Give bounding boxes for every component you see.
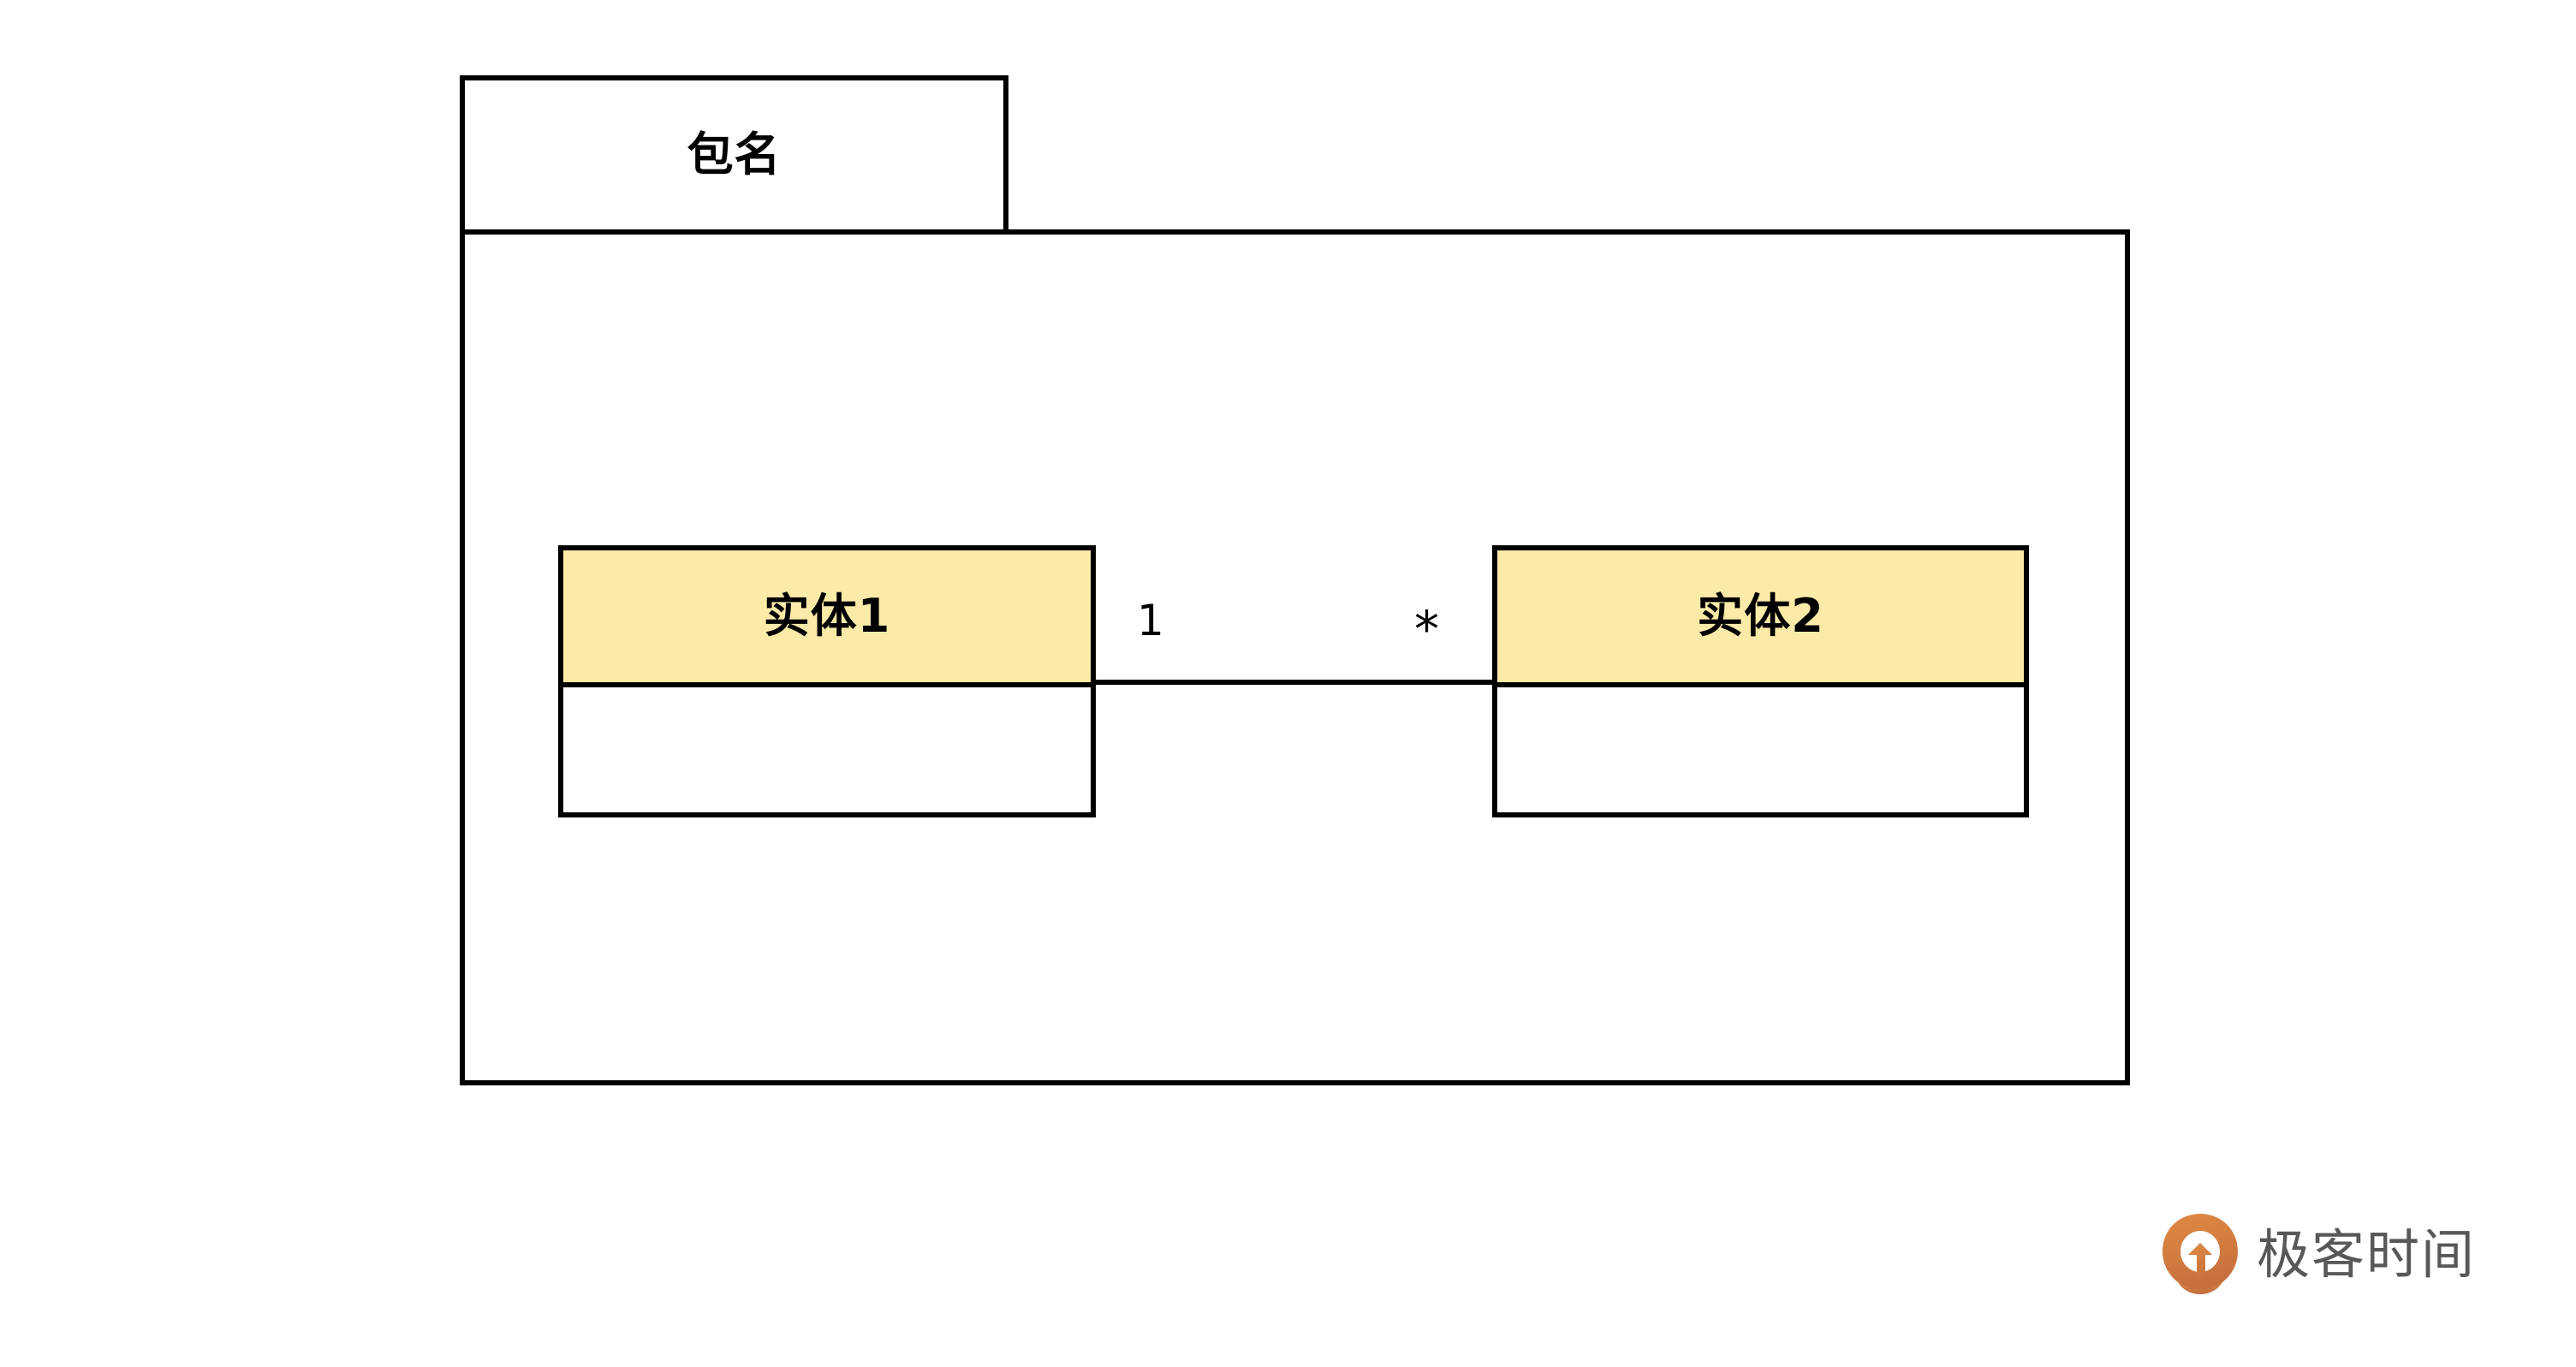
entity-1-attributes: [563, 687, 1091, 812]
geektime-logo-icon: [2163, 1214, 2238, 1294]
brand-watermark: 极客时间: [2159, 1212, 2476, 1298]
entity-2-attributes: [1497, 687, 2024, 812]
source-multiplicity-label: 1: [1137, 596, 1164, 645]
target-multiplicity-label: *: [1414, 600, 1439, 658]
association-line[interactable]: [1091, 680, 1497, 685]
entity-1-name: 实体1: [763, 589, 891, 643]
entity-box-2[interactable]: 实体2: [1492, 545, 2029, 817]
package-name-label: 包名: [687, 128, 782, 181]
entity-2-name: 实体2: [1697, 589, 1824, 643]
brand-name-label: 极客时间: [2257, 1223, 2477, 1286]
entity-2-header: 实体2: [1497, 550, 2024, 687]
entity-1-header: 实体1: [563, 550, 1091, 687]
package-tab[interactable]: 包名: [460, 75, 1008, 229]
entity-box-1[interactable]: 实体1: [558, 545, 1096, 817]
